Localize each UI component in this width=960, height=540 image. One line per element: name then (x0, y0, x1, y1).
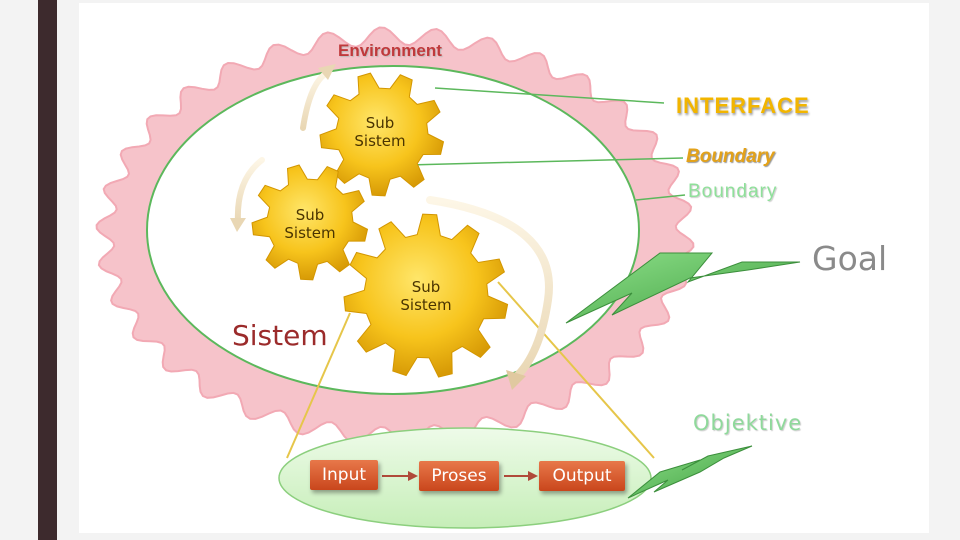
output-box: Output (539, 461, 625, 491)
gear-icon (251, 164, 369, 281)
goal-lightning-icon (565, 252, 801, 324)
projection-line-right (497, 281, 655, 459)
subsystem-label-bottom-text: Sub Sistem (400, 278, 452, 314)
rotation-arrow-left (234, 157, 265, 225)
boundary-connector-1 (407, 157, 684, 166)
flow-arrowhead-1 (408, 471, 418, 481)
objective-lightning-icon (627, 445, 753, 499)
boundary-label-secondary: Boundary (688, 181, 778, 202)
rotation-arrowhead-top (318, 64, 336, 80)
input-box: Input (310, 460, 378, 490)
slide-left-accent-bar (38, 0, 57, 540)
subsystem-label-bottom: Sub Sistem (386, 278, 466, 314)
boundary-connector-2 (635, 194, 686, 201)
environment-label: Environment (338, 41, 442, 60)
interface-connector (434, 87, 665, 104)
projection-line-left (286, 312, 351, 459)
boundary-label-primary: Boundary (686, 146, 775, 167)
gear-icon (343, 213, 509, 378)
goal-label: Goal (812, 239, 888, 278)
flow-arrowhead-2 (528, 471, 538, 481)
objective-label: Objektive (693, 411, 803, 435)
interface-label: INTERFACE (676, 93, 810, 118)
process-box: Proses (419, 461, 499, 491)
subsystem-label-top-text: Sub Sistem (354, 114, 406, 150)
gear-icon (319, 72, 445, 197)
subsystem-label-middle: Sub Sistem (270, 206, 350, 242)
system-label: Sistem (232, 319, 328, 352)
subsystem-label-middle-text: Sub Sistem (284, 206, 336, 242)
rotation-arrowhead-right (506, 370, 526, 390)
subsystem-label-top: Sub Sistem (340, 114, 420, 150)
rotation-arrowhead-left (230, 218, 246, 232)
rotation-arrow-right (426, 196, 553, 382)
